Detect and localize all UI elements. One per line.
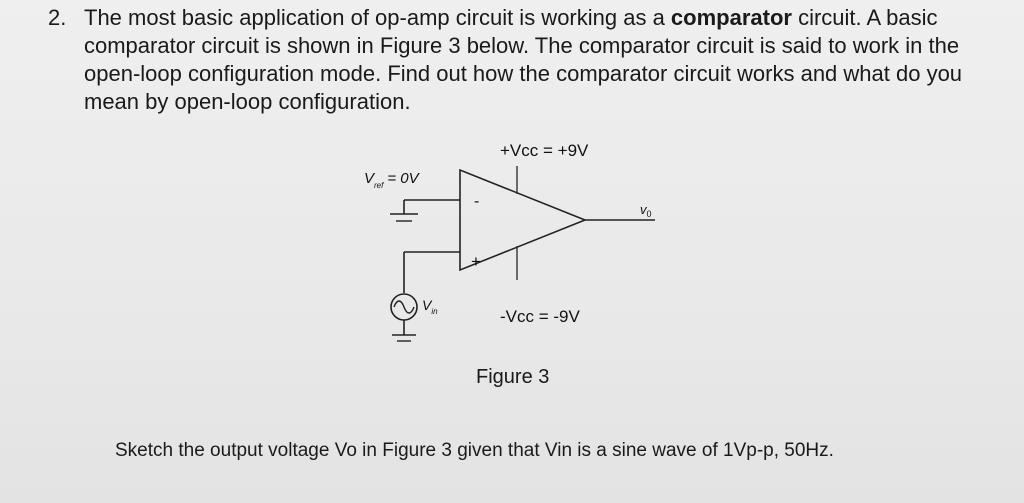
vcc-positive-label: +Vcc = +9V: [500, 141, 589, 160]
question-text-part-1: The most basic application of op-amp cir…: [84, 5, 671, 30]
op-amp-triangle: [459, 168, 588, 272]
vref-label: Vref= 0V: [364, 170, 421, 190]
vo-label: v0: [640, 202, 652, 219]
inverting-terminal-symbol: -: [474, 193, 479, 210]
vo-subscript: 0: [647, 209, 652, 219]
vcc-negative-label: -Vcc = -9V: [500, 307, 580, 326]
non-inverting-terminal-symbol: +: [471, 252, 481, 271]
comparator-circuit-diagram: - + +Vcc = +9V -Vcc = -9V Vref= 0V Vin v…: [364, 141, 655, 342]
question-bold-word: comparator: [670, 5, 792, 30]
sine-wave-icon: [393, 300, 415, 314]
question-text-part-2: circuit. A basic comparator circuit is s…: [84, 5, 963, 114]
vref-value: = 0V: [387, 170, 420, 187]
figure-caption: Figure 3: [476, 366, 550, 388]
comparator-circuit-figure: - + +Vcc = +9V -Vcc = -9V Vref= 0V Vin v…: [350, 130, 680, 360]
vin-subscript: in: [431, 307, 438, 316]
vref-symbol: V: [364, 170, 376, 187]
question-text: The most basic application of op-amp cir…: [84, 4, 994, 116]
vo-symbol: v: [640, 202, 648, 217]
task-instruction: Sketch the output voltage Vo in Figure 3…: [115, 440, 834, 461]
vin-label: Vin: [422, 297, 438, 316]
vref-subscript: ref: [374, 181, 384, 190]
question-number: 2.: [48, 5, 67, 30]
vin-symbol: V: [422, 297, 433, 313]
